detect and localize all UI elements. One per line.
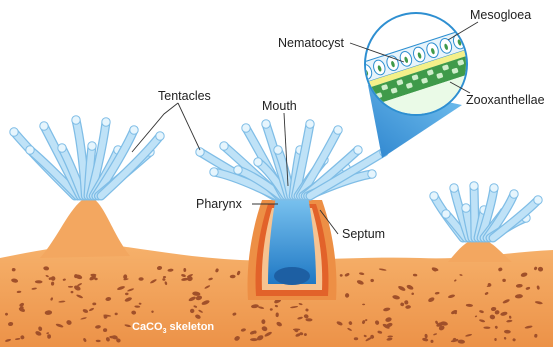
nematocyst-cell [465, 28, 480, 46]
label-zooxanthellae: Zooxanthellae [466, 93, 545, 107]
zooxanthella-cell [482, 58, 489, 65]
skeleton-pore [354, 337, 358, 340]
label-pharynx: Pharynx [196, 197, 243, 211]
central-polyp [248, 193, 337, 301]
label-mesogloea: Mesogloea [470, 8, 531, 22]
tentacles-left [10, 116, 164, 196]
zooxanthella-cell [472, 54, 479, 61]
zoom-inset [353, 10, 503, 158]
label-mouth: Mouth [262, 99, 297, 113]
tentacles-right [430, 182, 542, 238]
label-septum: Septum [342, 227, 385, 241]
label-tentacles: Tentacles [158, 89, 211, 103]
tentacles-center [196, 120, 388, 196]
skeleton-pore [71, 291, 74, 293]
skeleton-pore [250, 338, 258, 341]
label-nematocyst: Nematocyst [278, 36, 345, 50]
skeleton-pore [68, 286, 73, 288]
label-skeleton: CaCO3 skeleton [132, 321, 214, 335]
